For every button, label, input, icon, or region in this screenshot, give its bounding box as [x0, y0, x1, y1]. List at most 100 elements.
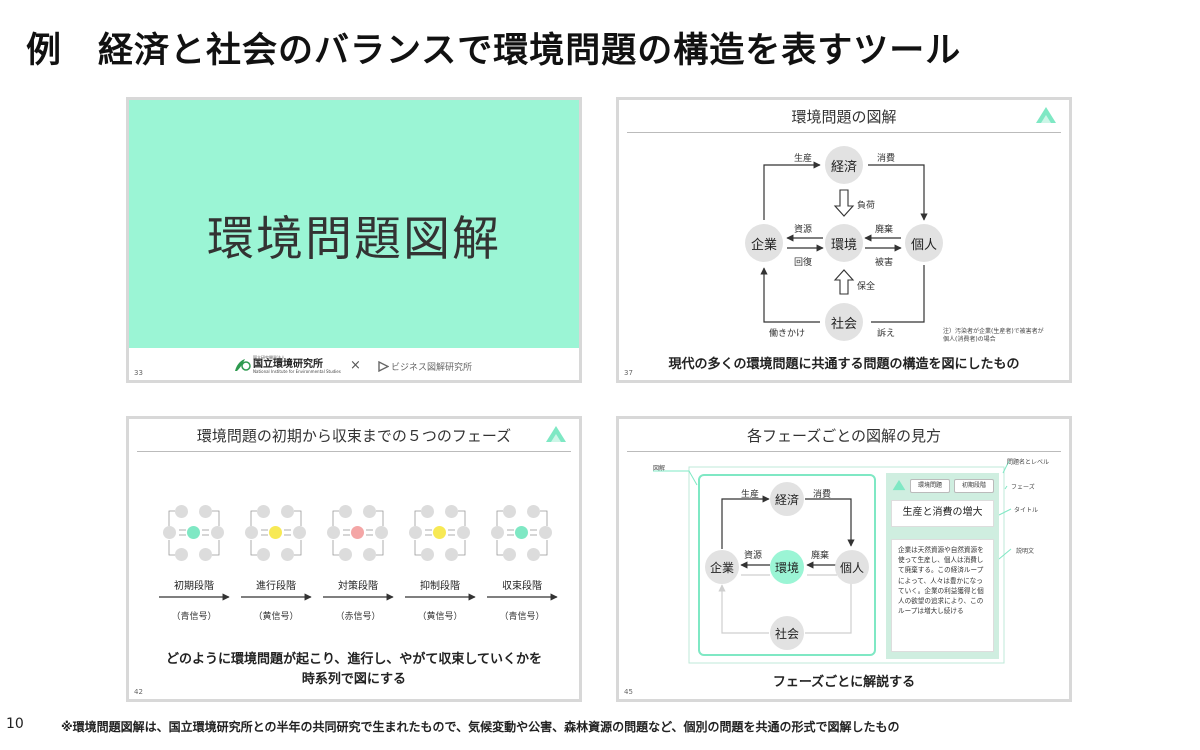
phase-name: 抑制段階 — [420, 581, 460, 592]
annotation-problem-level: 問題名とレベル — [1007, 459, 1050, 466]
triangle-logo-icon — [1036, 107, 1056, 123]
phase-loop-lines — [332, 510, 384, 556]
phase-name: 対策段階 — [338, 581, 378, 592]
node-company: 企業 — [705, 550, 739, 584]
annotation-title: タイトル — [1014, 507, 1039, 514]
triangle-logo-icon — [892, 479, 906, 491]
phase-loop-lines — [168, 510, 220, 556]
slide-heading: 各フェーズごとの図解の見方 — [746, 427, 942, 445]
phase-node — [527, 505, 540, 518]
label-consumption: 消費 — [877, 154, 896, 164]
phase-signal: （黄信号） — [253, 612, 299, 622]
nies-subtitle: 国立研究開発法人 — [253, 355, 285, 360]
label-damage: 被害 — [875, 258, 894, 268]
phase-node — [257, 548, 270, 561]
phase-diagram — [404, 497, 476, 569]
page-number: 10 — [6, 716, 24, 732]
phase-loop-lines — [496, 510, 548, 556]
phase-loop-lines — [250, 510, 302, 556]
label-consumption: 消費 — [813, 490, 832, 500]
slide-number: 33 — [134, 369, 143, 377]
node-company: 企業 — [745, 224, 783, 262]
phase-diagram — [240, 497, 312, 569]
phase-node — [257, 505, 270, 518]
nies-name: 国立環境研究所 — [253, 359, 323, 370]
phase-node — [421, 505, 434, 518]
phase-node — [199, 505, 212, 518]
phase-node — [363, 548, 376, 561]
problem-tag: 環境問題 — [910, 479, 950, 493]
phase-node — [175, 505, 188, 518]
phase-node — [327, 526, 340, 539]
slide-caption: フェーズごとに解説する — [772, 675, 916, 690]
annotation-description: 説明文 — [1016, 548, 1035, 555]
phase-node — [457, 526, 470, 539]
triangle-logo-icon — [546, 426, 566, 442]
stage-tag: 初期段階 — [954, 479, 994, 493]
node-person: 個人 — [835, 550, 869, 584]
structure-diagram — [760, 161, 928, 323]
phase-name: 進行段階 — [256, 581, 296, 592]
biz-logo: ビジネス図解研究所 — [378, 360, 472, 373]
label-production: 生産 — [794, 154, 813, 164]
node-environment: 環境 — [825, 224, 863, 262]
slide-heading: 環境問題の図解 — [791, 108, 897, 126]
phase-node — [211, 526, 224, 539]
phase-node — [281, 505, 294, 518]
phase-node — [375, 526, 388, 539]
phase-node — [363, 505, 376, 518]
phase-name: 収束段階 — [502, 581, 542, 592]
phase-node — [445, 548, 458, 561]
phase-node — [527, 548, 540, 561]
slide-heading: 環境問題の初期から収束までの５つのフェーズ — [196, 427, 512, 445]
annotation-diagram: 図解 — [653, 465, 666, 472]
heading-rule — [137, 451, 571, 452]
phase-diagram — [158, 497, 230, 569]
phase-diagram — [322, 497, 394, 569]
slide-thumbnail-45[interactable]: 各フェーズごとの図解の見方 図解 問題名とレベル フェーズ タイトル 説明文 — [616, 416, 1072, 702]
slide-thumbnail-42[interactable]: 環境問題の初期から収束までの５つのフェーズ 初期段階 進行段階 対策段階 抑制段… — [126, 416, 582, 702]
label-recovery: 回復 — [794, 258, 813, 268]
phase-node — [539, 526, 552, 539]
slide-thumbnail-37[interactable]: 環境問題の図解 経済 企業 環境 個人 社会 生産 消費 負荷 資源 回復 廃棄 — [616, 97, 1072, 383]
label-conservation: 保全 — [857, 282, 876, 292]
nies-leaf-icon — [235, 359, 251, 371]
node-person: 個人 — [905, 224, 943, 262]
label-resources: 資源 — [794, 225, 813, 235]
cover-band — [129, 100, 579, 348]
phase-node — [421, 548, 434, 561]
phase-node — [503, 505, 516, 518]
panel-text: 企業は天然資源や自然資源を使って生産し、個人は消費して廃棄する。この経済ループに… — [898, 546, 984, 616]
label-burden: 負荷 — [857, 201, 876, 211]
nies-logo: 国立研究開発法人 国立環境研究所 National Institute for … — [233, 356, 341, 374]
phase-node — [445, 505, 458, 518]
footnote: ※環境問題図解は、国立環境研究所との半年の共同研究で生まれたもので、気候変動や公… — [61, 720, 900, 734]
label-work: 働きかけ — [769, 329, 806, 339]
phase-node — [281, 548, 294, 561]
phase-signal: （青信号） — [171, 612, 217, 622]
phase-node — [409, 526, 422, 539]
phase-center-node — [351, 526, 364, 539]
slide-number: 45 — [624, 688, 633, 696]
nies-english-name: National Institute for Environmental Stu… — [253, 369, 341, 374]
layout-frame — [653, 460, 1012, 664]
heading-rule — [627, 132, 1061, 133]
phase-signal: （黄信号） — [417, 612, 463, 622]
panel-text-box: 企業は天然資源や自然資源を使って生産し、個人は消費して廃棄する。この経済ループに… — [891, 539, 994, 652]
phase-node — [199, 548, 212, 561]
description-panel: 環境問題 初期段階 生産と消費の増大 企業は天然資源や自然資源を使って生産し、個… — [886, 473, 999, 659]
phase-loop-lines — [414, 510, 466, 556]
phase-node — [175, 548, 188, 561]
slide-thumbnail-33[interactable]: 環境問題図解 国立研究開発法人 国立環境研究所 National Institu… — [126, 97, 582, 383]
phase-node — [503, 548, 516, 561]
label-resources: 資源 — [744, 551, 763, 561]
slide-caption: どのように環境問題が起こり、進行し、やがて収束していくかを 時系列で図にする — [165, 652, 543, 687]
slide-caption: 現代の多くの環境問題に共通する問題の構造を図にしたもの — [668, 357, 1020, 372]
phase-center-node — [515, 526, 528, 539]
phase-node — [491, 526, 504, 539]
phase-diagram — [486, 497, 558, 569]
heading-rule — [627, 451, 1061, 452]
label-appeal: 訴え — [877, 329, 896, 339]
phase-node — [293, 526, 306, 539]
label-production: 生産 — [741, 490, 760, 500]
